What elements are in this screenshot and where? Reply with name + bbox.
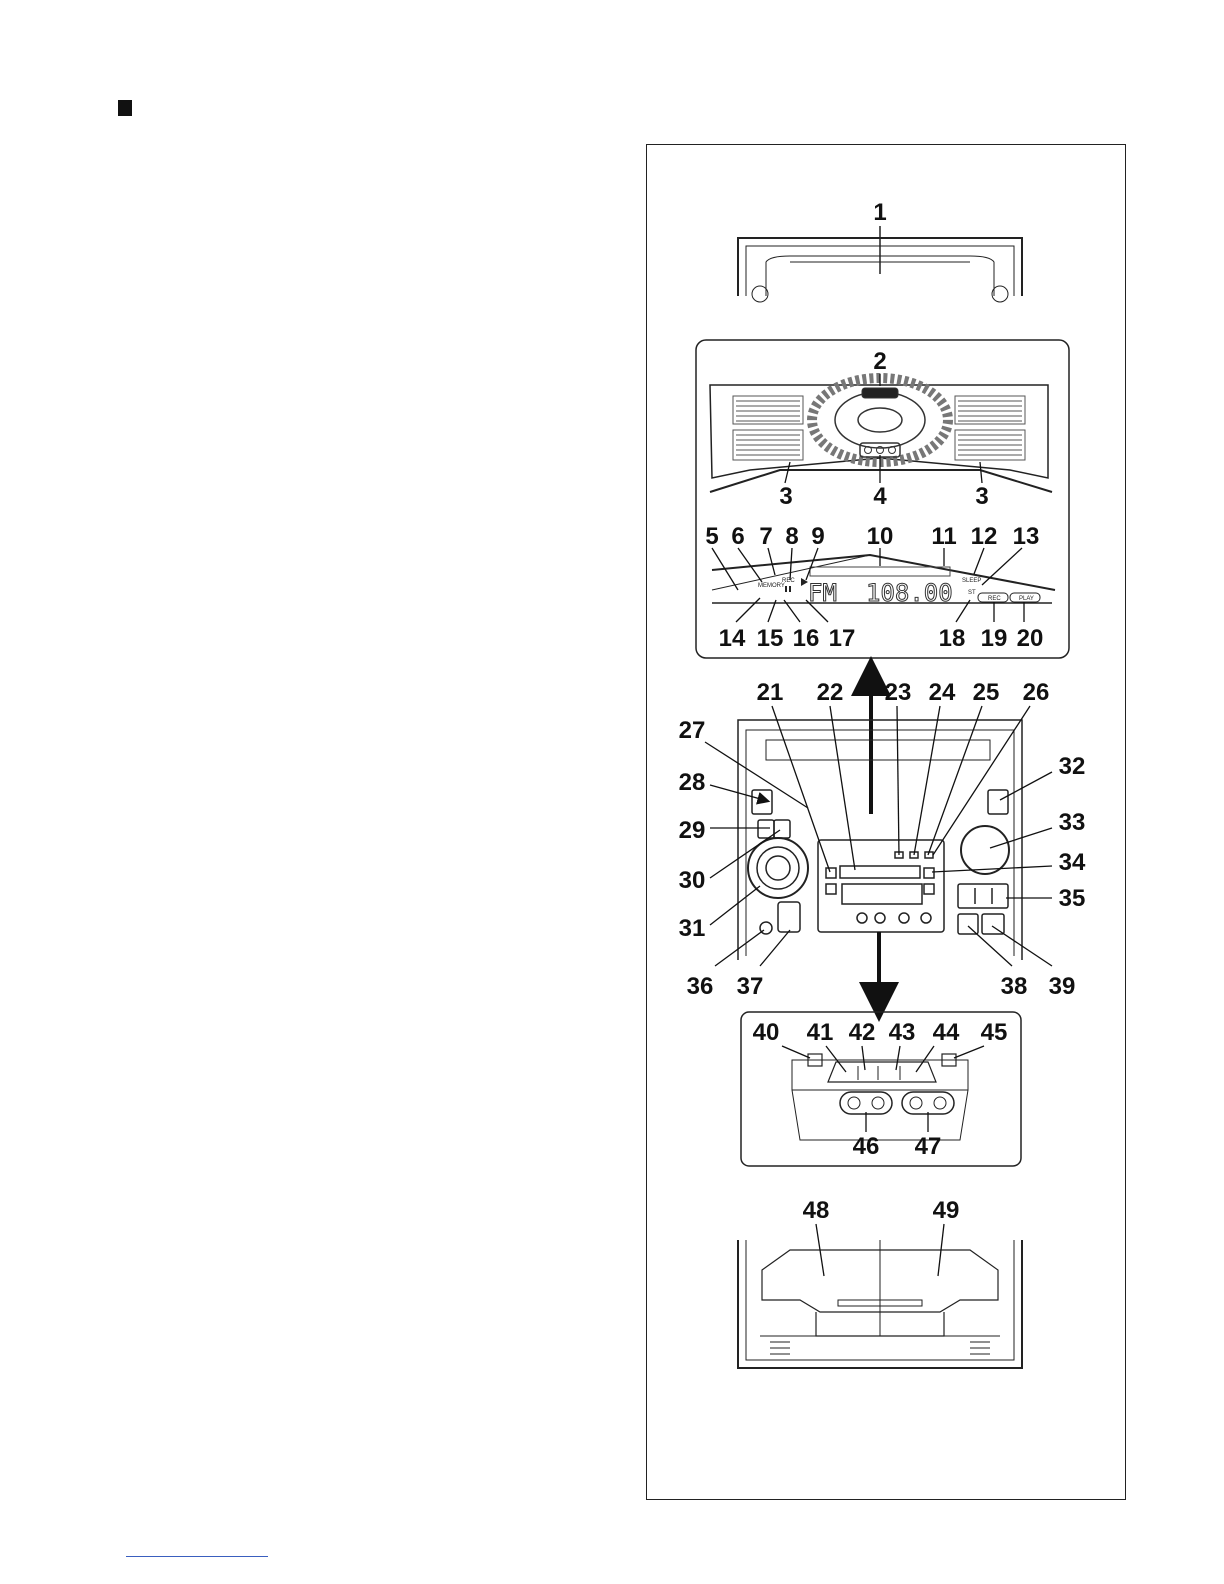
rec-badge: REC [978,593,1008,602]
callout-42: 42 [849,1019,876,1046]
callout-35: 35 [1059,885,1086,912]
unit-front-panel [738,720,1022,960]
memory-indicator: MEMORY [758,583,785,589]
play-badge: PLAY [1010,593,1040,602]
callout-39: 39 [1049,973,1076,1000]
callout-11: 11 [931,523,956,550]
callout-25: 25 [973,679,1000,706]
callout-40: 40 [753,1019,780,1046]
callout-22: 22 [817,679,844,706]
callout-49: 49 [933,1197,960,1224]
callout-4: 4 [873,483,887,510]
callout-26: 26 [1023,679,1050,706]
callout-46: 46 [853,1133,880,1160]
pause-icon [785,586,787,592]
callout-41: 41 [807,1019,834,1046]
callout-27: 27 [679,717,706,744]
callout-23: 23 [885,679,912,706]
callout-9: 9 [811,523,824,550]
callout-20: 20 [1017,625,1044,652]
callout-17: 17 [829,625,856,652]
callout-1: 1 [873,199,886,226]
callout-3-left: 3 [779,483,792,510]
disc-animation [812,378,948,462]
spectrum-bars-left [733,396,803,460]
callout-48: 48 [803,1197,830,1224]
unit-bottom-view [738,1240,1022,1368]
display-band-text: FM [808,579,837,607]
rec-indicator: REC [782,578,795,584]
callout-12: 12 [971,523,998,550]
callout-33: 33 [1059,809,1086,836]
callout-3-right: 3 [975,483,988,510]
callout-labels: 1 2 3 4 3 5 6 7 8 9 10 11 12 13 14 15 16… [679,199,1086,1224]
callout-34: 34 [1059,849,1086,876]
display-frequency-text: 108.00 [866,579,953,607]
stereo-indicator: ST [968,590,976,596]
callout-19: 19 [981,625,1008,652]
callout-28: 28 [679,769,706,796]
tape-deck-detail [741,1012,1021,1166]
callout-8: 8 [785,523,798,550]
callout-37: 37 [737,973,764,1000]
callout-36: 36 [687,973,714,1000]
callout-38: 38 [1001,973,1028,1000]
callout-14: 14 [719,625,746,652]
callout-18: 18 [939,625,966,652]
callout-10: 10 [867,523,894,550]
callout-30: 30 [679,867,706,894]
callout-21: 21 [757,679,784,706]
callout-29: 29 [679,817,706,844]
callout-7: 7 [759,523,772,550]
callout-47: 47 [915,1133,942,1160]
callout-6: 6 [731,523,744,550]
callout-44: 44 [933,1019,960,1046]
callout-24: 24 [929,679,956,706]
callout-2: 2 [873,348,886,375]
svg-text:REC: REC [988,596,1001,602]
unit-top-view [738,226,1022,302]
callout-43: 43 [889,1019,916,1046]
callout-5: 5 [705,523,718,550]
svg-text:PLAY: PLAY [1019,596,1034,602]
callout-15: 15 [757,625,784,652]
callout-16: 16 [793,625,820,652]
callout-32: 32 [1059,753,1086,780]
callout-13: 13 [1013,523,1040,550]
callout-45: 45 [981,1019,1008,1046]
callout-31: 31 [679,915,706,942]
sleep-indicator: SLEEP [962,578,981,584]
spectrum-bars-right [955,396,1025,460]
